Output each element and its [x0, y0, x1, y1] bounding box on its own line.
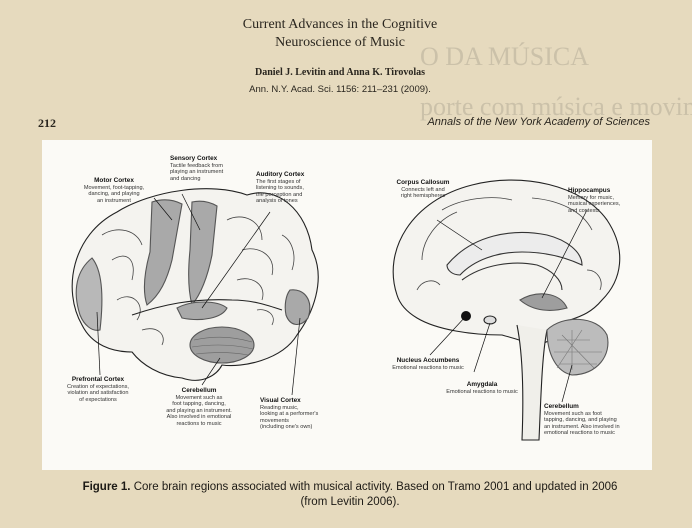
label-desc: Reading music,	[260, 405, 345, 412]
label-title: Corpus Callosum	[382, 180, 464, 187]
label-visual-cortex: Visual Cortex Reading music, looking at …	[260, 398, 345, 431]
label-nucleus-accumbens: Nucleus Accumbens Emotional reactions to…	[380, 358, 476, 371]
label-desc: an instrument. Also involved in	[544, 424, 648, 431]
label-sensory-cortex: Sensory Cortex Tactile feedback from pla…	[170, 156, 252, 182]
label-title: Hippocampus	[568, 188, 648, 195]
label-title: Visual Cortex	[260, 398, 345, 405]
amygdala-region	[484, 316, 496, 324]
label-desc: Emotional reactions to music	[434, 389, 530, 396]
label-desc: playing an instrument	[170, 169, 252, 176]
brain-figure: Motor Cortex Movement, foot-tapping, dan…	[42, 140, 652, 470]
label-title: Prefrontal Cortex	[50, 377, 146, 384]
label-desc: Memory for music,	[568, 195, 648, 202]
paper-citation: Ann. N.Y. Acad. Sci. 1156: 211–231 (2009…	[160, 84, 520, 95]
cerebellum-region-right	[547, 319, 608, 375]
label-title: Sensory Cortex	[170, 156, 252, 163]
label-title: Amygdala	[434, 382, 530, 389]
label-desc: Creation of expectations,	[50, 384, 146, 391]
label-title: Motor Cortex	[69, 178, 159, 185]
label-title: Auditory Cortex	[256, 172, 334, 179]
label-auditory-cortex: Auditory Cortex The first stages of list…	[256, 172, 334, 205]
label-desc: Tactile feedback from	[170, 163, 252, 170]
label-desc: Emotional reactions to music	[380, 365, 476, 372]
label-desc: and playing an instrument.	[154, 408, 244, 415]
paper-title: Current Advances in the Cognitive Neuros…	[160, 16, 520, 52]
label-desc: movements	[260, 418, 345, 425]
label-desc: Movement such as	[154, 395, 244, 402]
label-desc: dancing, and playing	[69, 191, 159, 198]
label-desc: tapping, dancing, and playing	[544, 417, 648, 424]
label-title: Cerebellum	[154, 388, 244, 395]
sagittal-brain	[393, 180, 620, 440]
label-title: Nucleus Accumbens	[380, 358, 476, 365]
figure-caption: Figure 1. Core brain regions associated …	[70, 480, 630, 510]
paper-title-line: Neuroscience of Music	[160, 34, 520, 52]
label-cerebellum-left: Cerebellum Movement such as foot tapping…	[154, 388, 244, 428]
label-desc: emotional reactions to music	[544, 430, 648, 437]
label-desc: The first stages of	[256, 179, 334, 186]
label-desc: of expectations	[50, 397, 146, 404]
label-corpus-callosum: Corpus Callosum Connects left and right …	[382, 180, 464, 200]
label-desc: the perception and	[256, 192, 334, 199]
label-desc: Movement such as foot	[544, 411, 648, 418]
label-motor-cortex: Motor Cortex Movement, foot-tapping, dan…	[69, 178, 159, 204]
label-desc: and dancing	[170, 176, 252, 183]
caption-text: Core brain regions associated with music…	[134, 481, 618, 508]
label-desc: Movement, foot-tapping,	[69, 185, 159, 192]
label-desc: Also involved in emotional	[154, 414, 244, 421]
label-desc: reactions to music	[154, 421, 244, 428]
label-desc: analysis of tones	[256, 198, 334, 205]
label-prefrontal-cortex: Prefrontal Cortex Creation of expectatio…	[50, 377, 146, 403]
label-desc: (including one's own)	[260, 424, 345, 431]
running-head: Annals of the New York Academy of Scienc…	[427, 116, 650, 128]
label-desc: looking at a performer's	[260, 411, 345, 418]
label-desc: Connects left and	[382, 187, 464, 194]
label-hippocampus: Hippocampus Memory for music, musical ex…	[568, 188, 648, 214]
label-amygdala: Amygdala Emotional reactions to music	[434, 382, 530, 395]
figure-label: Figure 1.	[83, 481, 131, 493]
label-desc: violation and satisfaction	[50, 390, 146, 397]
paper-title-line: Current Advances in the Cognitive	[160, 16, 520, 34]
label-cerebellum-right: Cerebellum Movement such as foot tapping…	[544, 404, 648, 437]
label-desc: right hemispheres	[382, 193, 464, 200]
paper-authors: Daniel J. Levitin and Anna K. Tirovolas	[160, 67, 520, 78]
label-desc: an instrument	[69, 198, 159, 205]
lateral-brain	[72, 189, 318, 381]
label-desc: listening to sounds,	[256, 185, 334, 192]
label-desc: and contexts	[568, 208, 648, 215]
label-title: Cerebellum	[544, 404, 648, 411]
label-desc: foot tapping, dancing,	[154, 401, 244, 408]
label-desc: musical experiences,	[568, 201, 648, 208]
page-number: 212	[38, 116, 56, 131]
